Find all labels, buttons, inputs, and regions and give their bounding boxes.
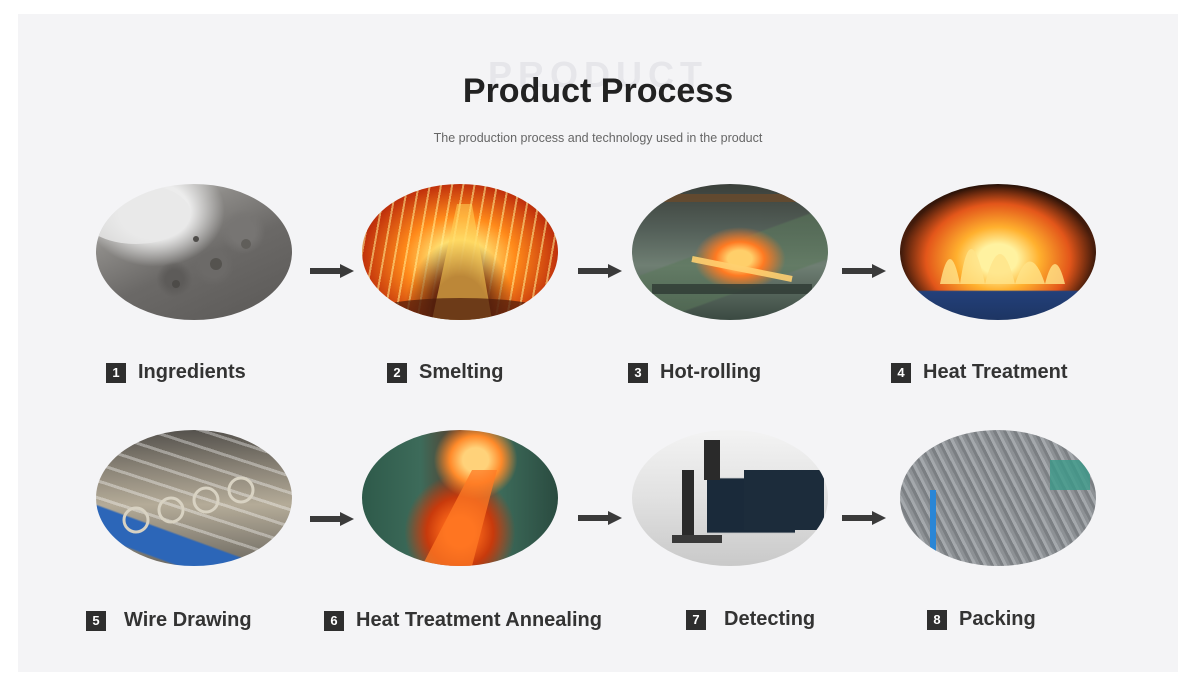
detecting-image: [632, 430, 828, 566]
step-label: Ingredients: [138, 361, 246, 383]
page-subtitle: The production process and technology us…: [433, 131, 763, 145]
step-caption-4: 4 Heat Treatment: [891, 361, 1068, 384]
wire-drawing-image: [96, 430, 292, 566]
step-number-badge: 6: [324, 610, 344, 631]
step-number-badge: 5: [86, 610, 106, 631]
packing-image: [900, 430, 1096, 566]
page-title: Product Process: [462, 72, 734, 110]
process-panel: PRODUCT Product Process The production p…: [18, 14, 1178, 672]
heat-treatment-image: [900, 184, 1096, 320]
step-number-badge: 1: [106, 362, 126, 383]
ingredients-image: [96, 184, 292, 320]
hot-rolling-image: [632, 184, 828, 320]
arrow-right-icon: [578, 511, 622, 525]
step-caption-5: 5 Wire Drawing: [86, 609, 252, 632]
step-number-badge: 2: [387, 362, 407, 383]
step-number-badge: 8: [927, 609, 947, 630]
step-label: Heat Treatment: [923, 361, 1068, 383]
step-caption-1: 1 Ingredients: [106, 361, 246, 384]
step-caption-8: 8 Packing: [927, 608, 1036, 631]
step-caption-3: 3 Hot-rolling: [628, 361, 761, 384]
step-label: Wire Drawing: [124, 609, 252, 631]
annealing-image: [362, 430, 558, 566]
step-caption-6: 6 Heat Treatment Annealing: [324, 609, 602, 632]
step-number-badge: 7: [686, 609, 706, 630]
arrow-right-icon: [578, 264, 622, 278]
step-label: Hot-rolling: [660, 361, 762, 383]
arrow-right-icon: [310, 264, 354, 278]
step-number-badge: 4: [891, 362, 911, 383]
arrow-right-icon: [310, 512, 354, 526]
step-caption-2: 2 Smelting: [387, 361, 503, 384]
smelting-image: [362, 184, 558, 320]
step-label: Smelting: [419, 361, 504, 383]
step-label: Packing: [959, 608, 1036, 630]
arrow-right-icon: [842, 264, 886, 278]
step-number-badge: 3: [628, 362, 648, 383]
step-label: Heat Treatment Annealing: [356, 609, 602, 631]
background-watermark: PRODUCT: [488, 54, 708, 95]
step-label: Detecting: [724, 608, 816, 630]
arrow-right-icon: [842, 511, 886, 525]
step-caption-7: 7 Detecting: [686, 608, 815, 631]
